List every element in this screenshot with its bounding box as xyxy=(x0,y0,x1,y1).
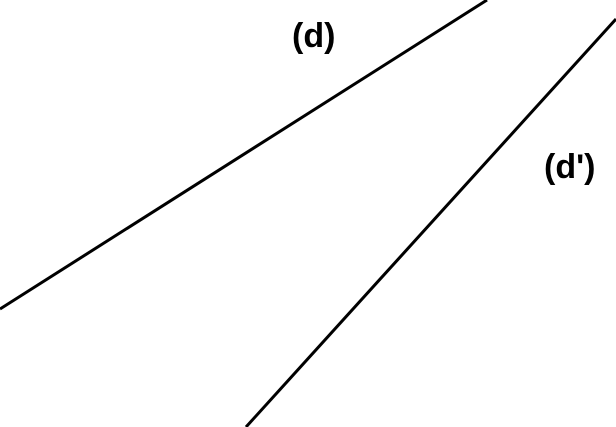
label-d-prime: (d') xyxy=(544,148,596,186)
label-d: (d) xyxy=(292,17,335,55)
line-d-prime xyxy=(244,17,616,427)
line-d xyxy=(0,0,488,311)
